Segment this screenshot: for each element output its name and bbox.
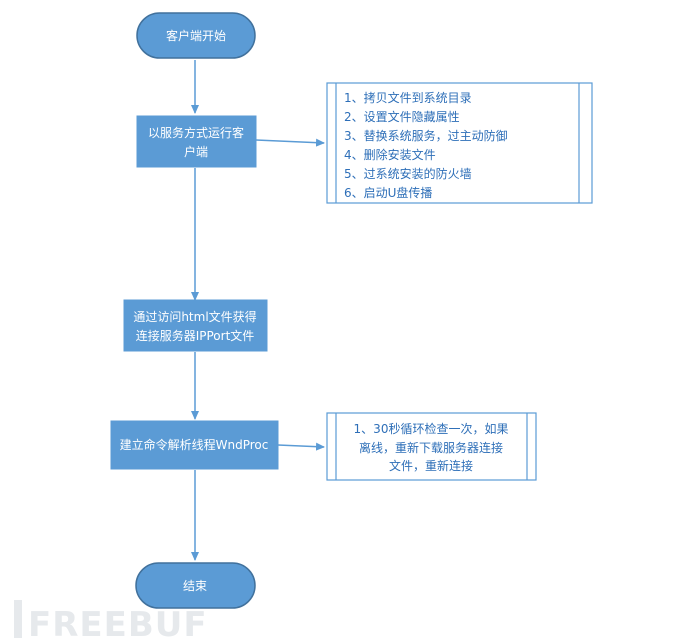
start-node: 客户端开始 bbox=[136, 12, 256, 59]
loop-note-line-3: 文件，重新连接 bbox=[389, 458, 473, 473]
start-label: 客户端开始 bbox=[166, 28, 226, 43]
loop-check-note: 1、30秒循环检查一次，如果 离线，重新下载服务器连接 文件，重新连接 bbox=[326, 412, 537, 481]
watermark-text: FREEBUF bbox=[28, 605, 208, 644]
install-step-3: 3、替换系统服务，过主动防御 bbox=[344, 128, 508, 143]
step-run-as-service: 以服务方式运行客 户端 bbox=[136, 115, 257, 168]
install-step-1: 1、拷贝文件到系统目录 bbox=[344, 90, 472, 105]
install-steps-note: 1、拷贝文件到系统目录 2、设置文件隐藏属性 3、替换系统服务，过主动防御 4、… bbox=[326, 82, 593, 204]
install-step-6: 6、启动U盘传播 bbox=[344, 185, 432, 200]
step2-line-1: 通过访问html文件获得 bbox=[133, 309, 256, 324]
step3-label: 建立命令解析线程WndProc bbox=[120, 437, 269, 452]
install-step-2: 2、设置文件隐藏属性 bbox=[344, 109, 460, 124]
step1-line-2: 户端 bbox=[184, 144, 208, 159]
install-step-4: 4、删除安装文件 bbox=[344, 147, 436, 162]
step-fetch-server-file: 通过访问html文件获得 连接服务器IPPort文件 bbox=[123, 299, 268, 352]
end-label: 结束 bbox=[183, 579, 207, 593]
step2-line-2: 连接服务器IPPort文件 bbox=[136, 328, 255, 343]
step-command-thread: 建立命令解析线程WndProc bbox=[110, 420, 279, 470]
connector-step1-to-note bbox=[255, 138, 325, 147]
loop-note-line-1: 1、30秒循环检查一次，如果 bbox=[354, 421, 509, 436]
step1-line-1: 以服务方式运行客 bbox=[148, 125, 244, 140]
loop-note-line-2: 离线，重新下载服务器连接 bbox=[359, 440, 503, 455]
connector-step3-to-note bbox=[277, 442, 325, 451]
connectors bbox=[191, 60, 325, 561]
watermark: FREEBUF bbox=[14, 600, 208, 644]
install-step-5: 5、过系统安装的防火墙 bbox=[344, 166, 472, 181]
end-node: 结束 bbox=[135, 562, 256, 609]
